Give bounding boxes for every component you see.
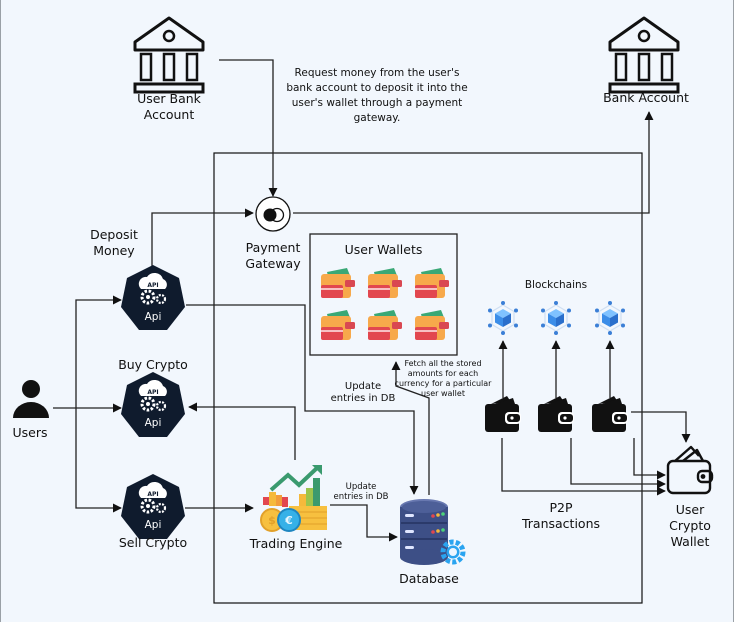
user-crypto-wallet-label: User Crypto Wallet (657, 502, 723, 550)
p2p-label: P2P Transactions (511, 500, 611, 532)
blockchain-cube-icon (594, 300, 626, 336)
bank-account-icon (608, 16, 680, 94)
edge-gateway-bankaccount (293, 111, 654, 214)
buy-api-badge: Api (144, 417, 162, 429)
edge-p2p-3 (633, 438, 666, 480)
edge-trading-buy (188, 402, 296, 460)
bank-account-label: Bank Account (603, 90, 689, 105)
edge-users-deposit (75, 295, 122, 408)
crypto-wallet-icon (592, 396, 628, 432)
update-db-label-2: Update entries in DB (326, 482, 396, 502)
trading-chart-icon: $ € (260, 465, 327, 532)
p2p-line: Transactions (521, 516, 601, 531)
edge-p2p-2 (570, 438, 666, 489)
user-bank-icon (133, 16, 205, 94)
wallet-icon (415, 310, 449, 340)
payment-gateway-line1: Payment (245, 240, 301, 255)
deposit-label-line2: Money (93, 243, 135, 258)
wallet-icon (321, 310, 355, 340)
user-bank-label-line2: Account (143, 107, 195, 122)
request-money-note: Request money from the user's bank accou… (277, 66, 477, 126)
update-db-line: entries in DB (333, 492, 389, 502)
edge-database-wallets (391, 361, 430, 495)
blockchain-cube-icon (540, 300, 572, 336)
edge-users-sell (75, 408, 122, 513)
deposit-money-label: Deposit Money (79, 227, 149, 259)
update-db-line: entries in DB (330, 393, 396, 404)
edge-p2p-1 (501, 438, 666, 496)
user-icon (13, 380, 49, 418)
note-line: Request money from the user's (294, 67, 460, 79)
user-wallets-grid (321, 268, 449, 340)
crypto-wallets-row (485, 396, 628, 432)
wallet-icon (321, 268, 355, 298)
svg-text:$: $ (268, 514, 276, 527)
fetch-note: Fetch all the stored amounts for each cu… (393, 359, 493, 399)
edge-wallet3-usercrypto (631, 411, 691, 443)
sell-api-badge: Api (144, 519, 162, 531)
user-bank-label: User Bank Account (123, 91, 215, 123)
crypto-wallet-icon (538, 396, 574, 432)
note-line: bank account to deposit it into the (286, 82, 468, 94)
fetch-note-line: Fetch all the stored (404, 359, 482, 368)
note-line: gateway. (353, 112, 401, 124)
wallet-icon (368, 310, 402, 340)
blockchains-title: Blockchains (524, 279, 588, 291)
deposit-label-line1: Deposit (90, 227, 138, 242)
database-label: Database (399, 571, 459, 586)
edge-userbank-gateway (219, 59, 278, 197)
user-crypto-wallet-line: User (675, 502, 705, 517)
user-crypto-wallet-icon (666, 445, 714, 495)
blockchain-cube-icon (487, 300, 519, 336)
fetch-note-line: user wallet (421, 389, 465, 398)
update-db-line: Update (345, 482, 377, 492)
user-crypto-wallet-line: Crypto (669, 518, 711, 533)
user-wallets-box (309, 233, 458, 356)
buy-crypto-label: Buy Crypto (118, 357, 188, 372)
payment-gateway-line2: Gateway (245, 256, 301, 271)
fetch-note-line: currency for a particular (394, 379, 492, 388)
edge-deposit-gateway (151, 208, 254, 268)
payment-gateway-icon (255, 196, 291, 232)
database-icon (400, 499, 466, 565)
wallet-icon (415, 268, 449, 298)
user-wallets-title: User Wallets (344, 242, 423, 257)
blockchains-row (487, 300, 626, 336)
wallet-icon (368, 268, 402, 298)
deposit-api-badge: Api (144, 311, 162, 323)
payment-gateway-label: Payment Gateway (233, 240, 313, 272)
system-boundary (213, 152, 643, 604)
crypto-wallet-icon (485, 396, 521, 432)
update-db-label-1: Update entries in DB (323, 381, 403, 405)
p2p-line: P2P (549, 500, 573, 515)
fetch-note-line: amounts for each (407, 369, 479, 378)
trading-engine-label: Trading Engine (249, 536, 343, 551)
sell-crypto-label: Sell Crypto (118, 535, 188, 550)
edge-deposit-database (186, 304, 419, 495)
update-db-line: Update (344, 381, 382, 392)
note-line: user's wallet through a payment (291, 97, 463, 109)
svg-text:€: € (284, 514, 293, 527)
users-label: Users (12, 425, 48, 440)
user-bank-label-line1: User Bank (137, 91, 201, 106)
edge-trading-database (330, 504, 398, 542)
user-crypto-wallet-line: Wallet (670, 534, 710, 549)
